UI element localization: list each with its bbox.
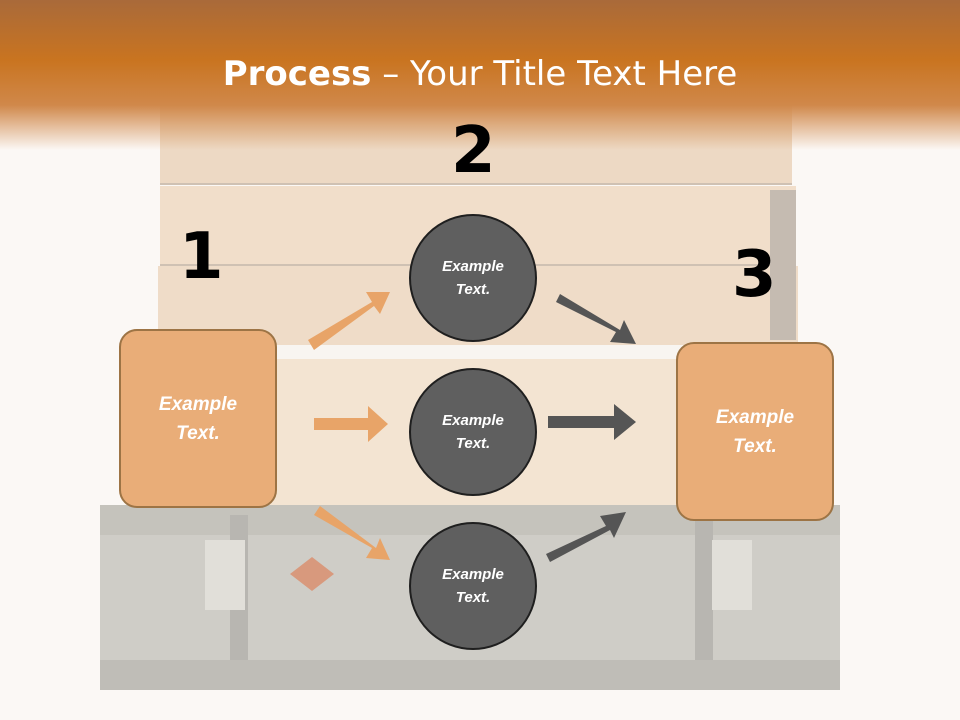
step-number-2: 2 xyxy=(451,114,496,188)
arrow-in-top xyxy=(308,292,390,350)
step-number-3: 3 xyxy=(732,238,777,312)
title-strong: Process xyxy=(222,54,372,94)
arrow-in-middle xyxy=(314,406,388,442)
process-circle-middle: Example Text. xyxy=(409,368,537,496)
arrow-out-middle xyxy=(548,404,636,440)
slide-title: Process – Your Title Text Here xyxy=(0,52,960,96)
step-box-1: Example Text. xyxy=(119,329,277,508)
title-rest: – Your Title Text Here xyxy=(371,54,738,94)
process-circle-bottom: Example Text. xyxy=(409,522,537,650)
title-banner xyxy=(0,0,960,150)
step-number-1: 1 xyxy=(179,220,224,294)
arrow-out-bottom xyxy=(546,512,626,562)
process-circle-top: Example Text. xyxy=(409,214,537,342)
arrow-out-top xyxy=(556,294,636,344)
step-box-3: Example Text. xyxy=(676,342,834,521)
arrow-in-bottom xyxy=(314,506,390,560)
